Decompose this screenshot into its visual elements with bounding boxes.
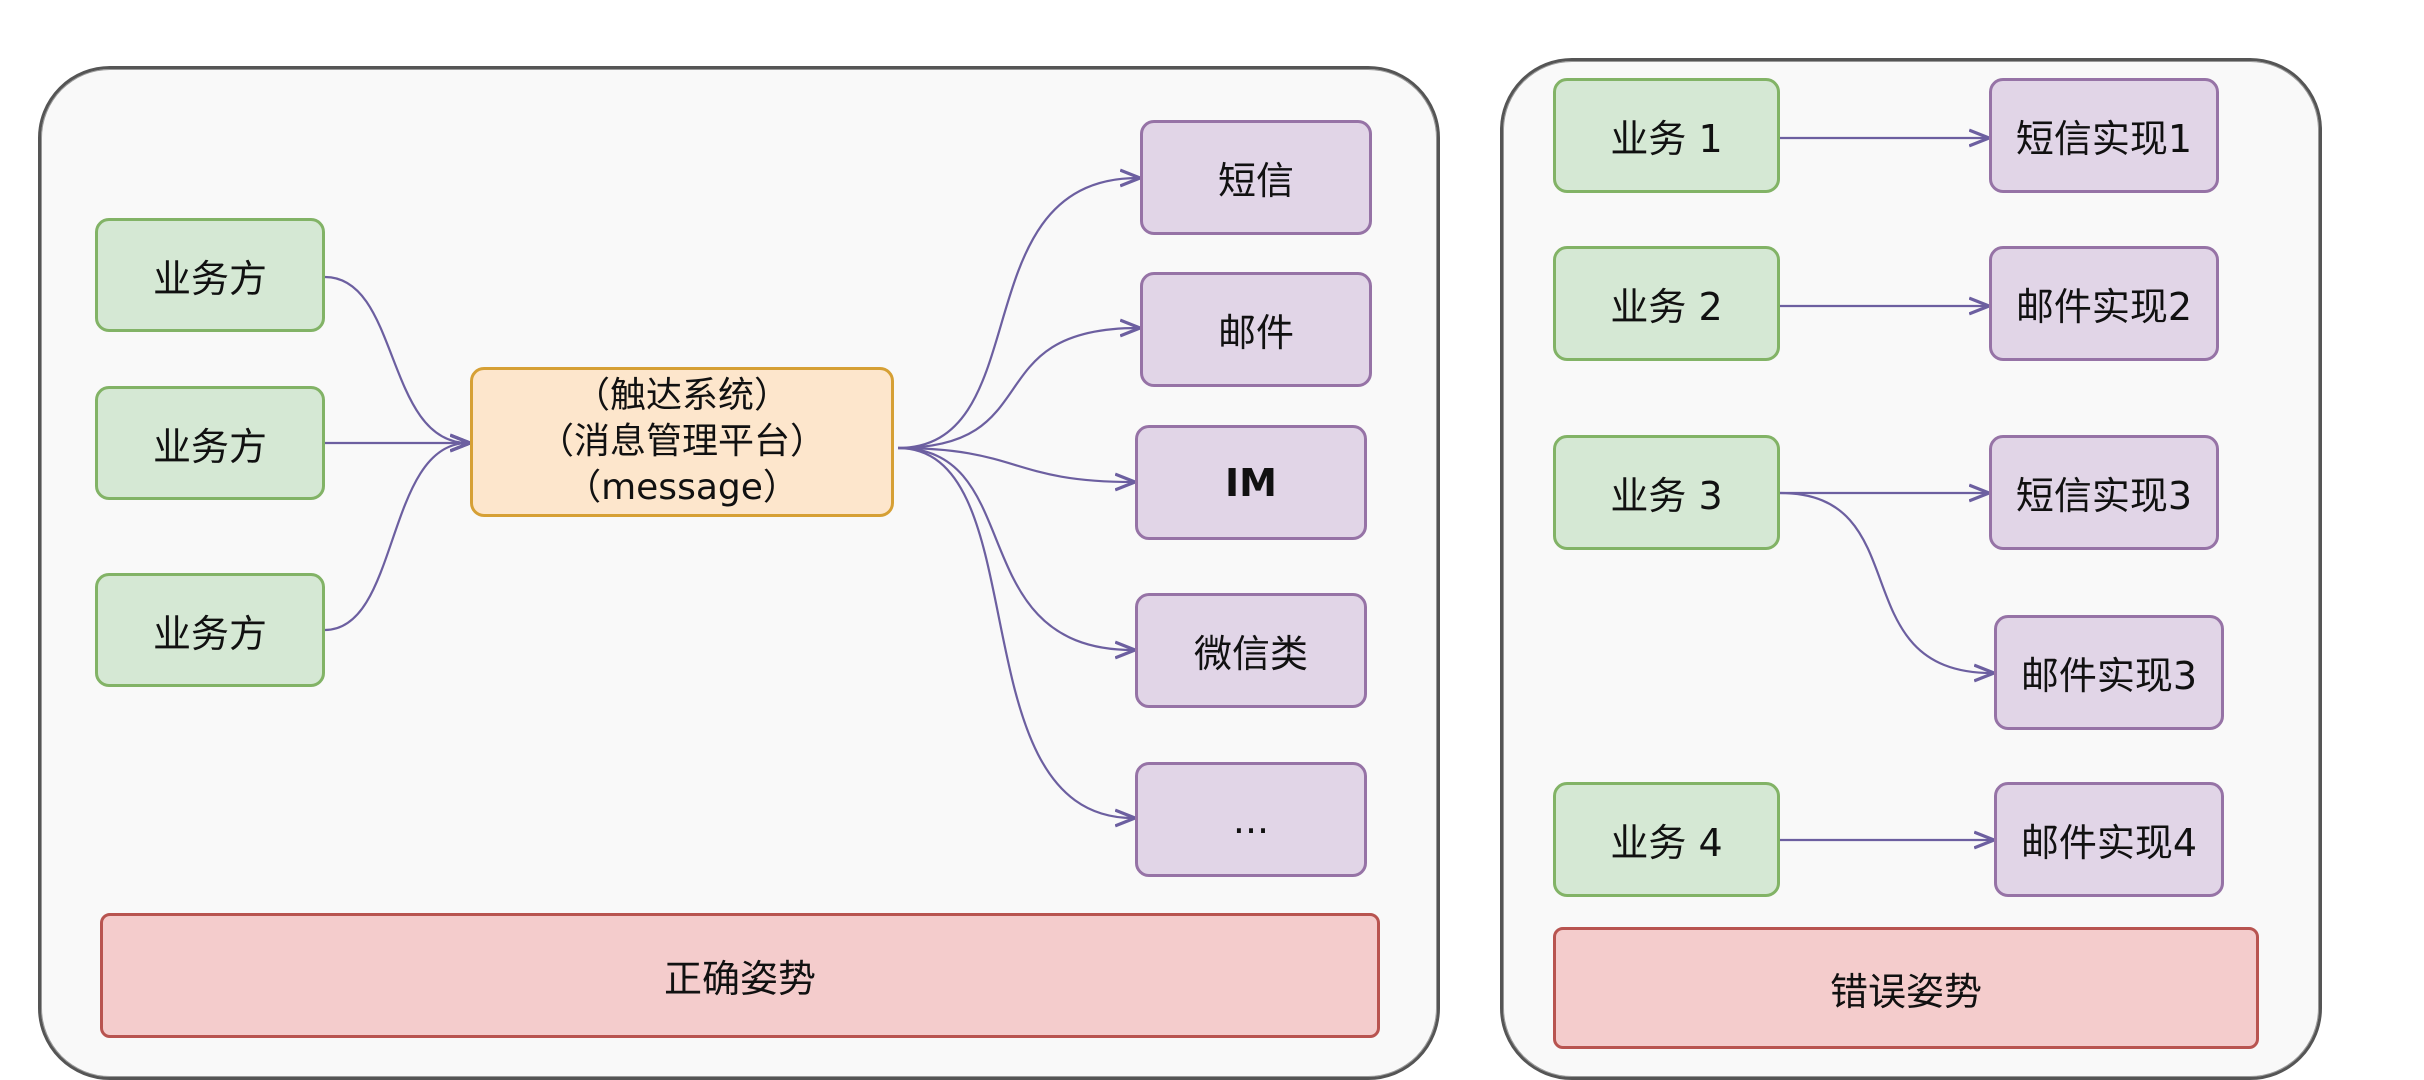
correct-pattern-caption: 正确姿势 [100, 913, 1380, 1038]
business-node-3: 业务方 [95, 573, 325, 687]
edge-biz3-center [324, 443, 468, 632]
channel-im: IM [1135, 425, 1367, 540]
business-1: 业务 1 [1553, 78, 1780, 193]
channel-sms: 短信 [1140, 120, 1372, 235]
business-3: 业务 3 [1553, 435, 1780, 550]
impl-sms-3: 短信实现3 [1989, 435, 2219, 550]
message-platform-node: （触达系统） （消息管理平台） （message） [470, 367, 894, 517]
edge-center-im [897, 446, 1133, 482]
channel-wechat: 微信类 [1135, 593, 1367, 708]
edge-b3-mail3 [1779, 491, 1992, 673]
business-node-1: 业务方 [95, 218, 325, 332]
edge-biz1-center [324, 275, 468, 443]
edge-center-more [897, 446, 1133, 818]
channel-mail: 邮件 [1140, 272, 1372, 387]
impl-mail-3: 邮件实现3 [1994, 615, 2224, 730]
channel-more: ... [1135, 762, 1367, 877]
impl-mail-4: 邮件实现4 [1994, 782, 2224, 897]
business-4: 业务 4 [1553, 782, 1780, 897]
message-platform-line-3: （message） [565, 467, 799, 508]
wrong-pattern-panel [1500, 58, 2322, 1080]
impl-mail-2: 邮件实现2 [1989, 246, 2219, 361]
message-platform-line-1: （触达系统） [573, 375, 790, 416]
business-2: 业务 2 [1553, 246, 1780, 361]
message-platform-line-2: （消息管理平台） [537, 421, 826, 462]
wrong-pattern-caption: 错误姿势 [1553, 927, 2259, 1049]
edge-center-wechat [897, 446, 1133, 650]
business-node-2: 业务方 [95, 386, 325, 500]
impl-sms-1: 短信实现1 [1989, 78, 2219, 193]
edge-center-mail [897, 328, 1138, 450]
edge-center-sms [897, 178, 1138, 450]
